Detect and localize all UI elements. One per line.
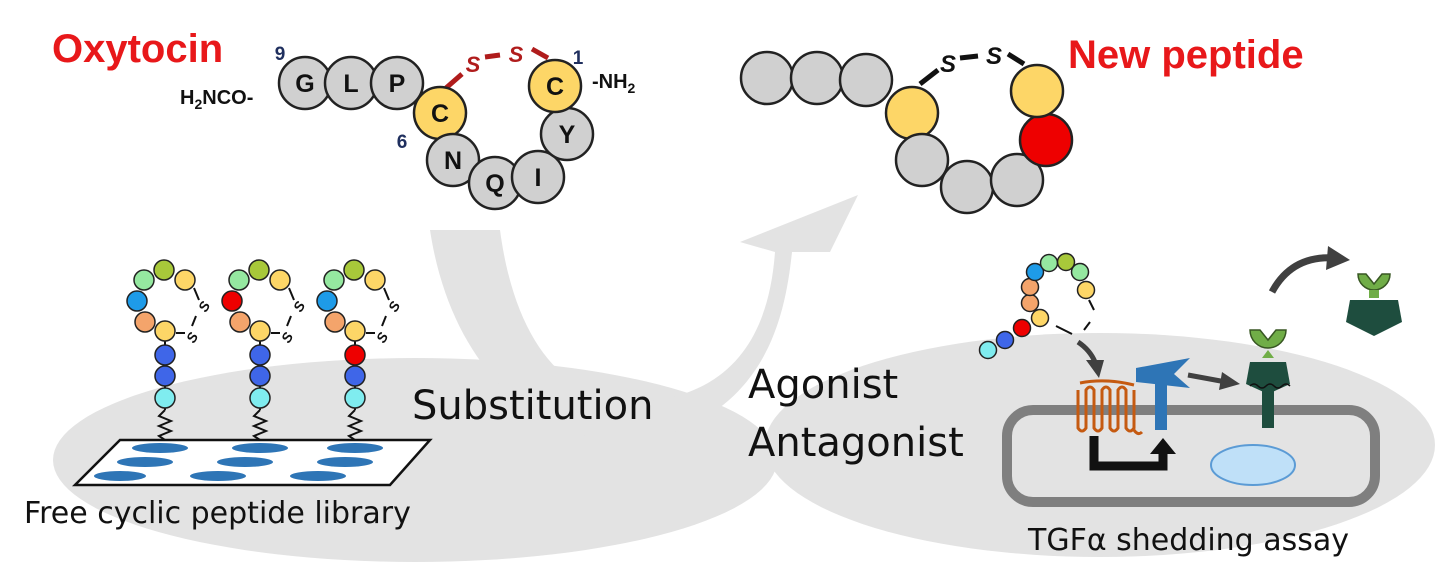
released-tgfa-icon — [1346, 273, 1402, 336]
activation-arrow — [1187, 372, 1240, 390]
cell-membrane — [1002, 405, 1380, 507]
library-disulfide-s-label: S — [278, 329, 297, 346]
c-terminus-label: H2NCO- — [180, 87, 253, 112]
residue-label-y: Y — [559, 121, 576, 149]
library-disulfide-s-label: S — [373, 329, 392, 346]
residue-circle-c1 — [527, 58, 583, 114]
new-disulfide-s-label: S — [986, 43, 1002, 70]
assay-peptide — [978, 252, 1096, 360]
new-residue-circle — [739, 50, 795, 106]
agonist-label: Agonist — [748, 362, 898, 408]
residue-label-n: N — [444, 147, 462, 175]
disulfide-s-label: S — [466, 52, 481, 77]
residue-label-q: Q — [485, 170, 504, 198]
new-disulfide-s-label: S — [940, 51, 956, 78]
disulfide-bond-line — [444, 72, 464, 90]
antagonist-label: Antagonist — [748, 420, 964, 466]
cycle-arrow — [430, 195, 858, 441]
protease-tgfa-on-membrane — [1246, 329, 1291, 428]
new-residue-circle-cys — [1009, 63, 1065, 119]
position-label-6: 6 — [397, 132, 408, 153]
new-residue-circle — [838, 52, 894, 108]
residue-label-p: P — [389, 70, 406, 98]
binding-arrow — [1076, 339, 1104, 378]
new-disulfide-bond-line — [959, 53, 979, 61]
residue-label-c1: C — [546, 73, 564, 101]
library-disulfide-s-label: S — [195, 298, 214, 315]
new-disulfide-bond-line — [918, 68, 940, 86]
disulfide-s-label: S — [509, 42, 524, 67]
position-label-1: 1 — [573, 48, 584, 69]
shedding-arrow — [1268, 246, 1350, 294]
library-label: Free cyclic peptide library — [24, 496, 411, 531]
new-residue-circle — [989, 152, 1045, 208]
new-residue-circle-cys — [884, 85, 940, 141]
signaling-arrow — [1089, 436, 1176, 471]
substitution-label: Substitution — [412, 383, 653, 429]
residue-label-g: G — [295, 70, 314, 98]
new-residue-circle — [939, 159, 995, 215]
residue-label-c6: C — [431, 100, 449, 128]
library-peptide-3 — [316, 259, 390, 441]
transducer-icon — [1136, 358, 1190, 430]
oxytocin-residue-labels: G L P C N Q I Y C S S 9 6 1 H2NCO- -NH2 — [180, 42, 636, 198]
new-residue-circle-substituted — [1018, 112, 1074, 168]
assay-label: TGFα shedding assay — [1027, 523, 1349, 558]
residue-label-i: I — [535, 164, 542, 192]
residue-circle-p — [369, 55, 425, 111]
library-disulfide-s-label: S — [385, 298, 404, 315]
peptide-library-plate — [71, 438, 433, 487]
gpcr-receptor-icon — [1076, 379, 1144, 436]
new-disulfide-bond-line — [1006, 51, 1026, 67]
library-disulfide-s-label: S — [183, 329, 202, 346]
library-peptide-2 — [221, 259, 295, 441]
residue-circle-n — [425, 132, 481, 188]
library-peptide-1 — [126, 259, 200, 441]
oxytocin-title: Oxytocin — [52, 27, 223, 71]
disulfide-bond-line — [530, 46, 550, 61]
new-residue-circle — [894, 132, 950, 188]
residue-label-l: L — [343, 70, 358, 98]
nucleus — [1210, 444, 1296, 486]
new-residue-circle — [789, 50, 845, 106]
new-peptide-structure — [739, 50, 1074, 215]
new-peptide-title: New peptide — [1068, 33, 1304, 77]
position-label-9: 9 — [275, 44, 286, 65]
residue-circle-i — [510, 149, 566, 205]
oxytocin-structure — [277, 46, 595, 211]
n-terminus-label: -NH2 — [592, 71, 636, 96]
library-disulfide-s-label: S — [290, 298, 309, 315]
disulfide-bond-line — [484, 52, 501, 60]
